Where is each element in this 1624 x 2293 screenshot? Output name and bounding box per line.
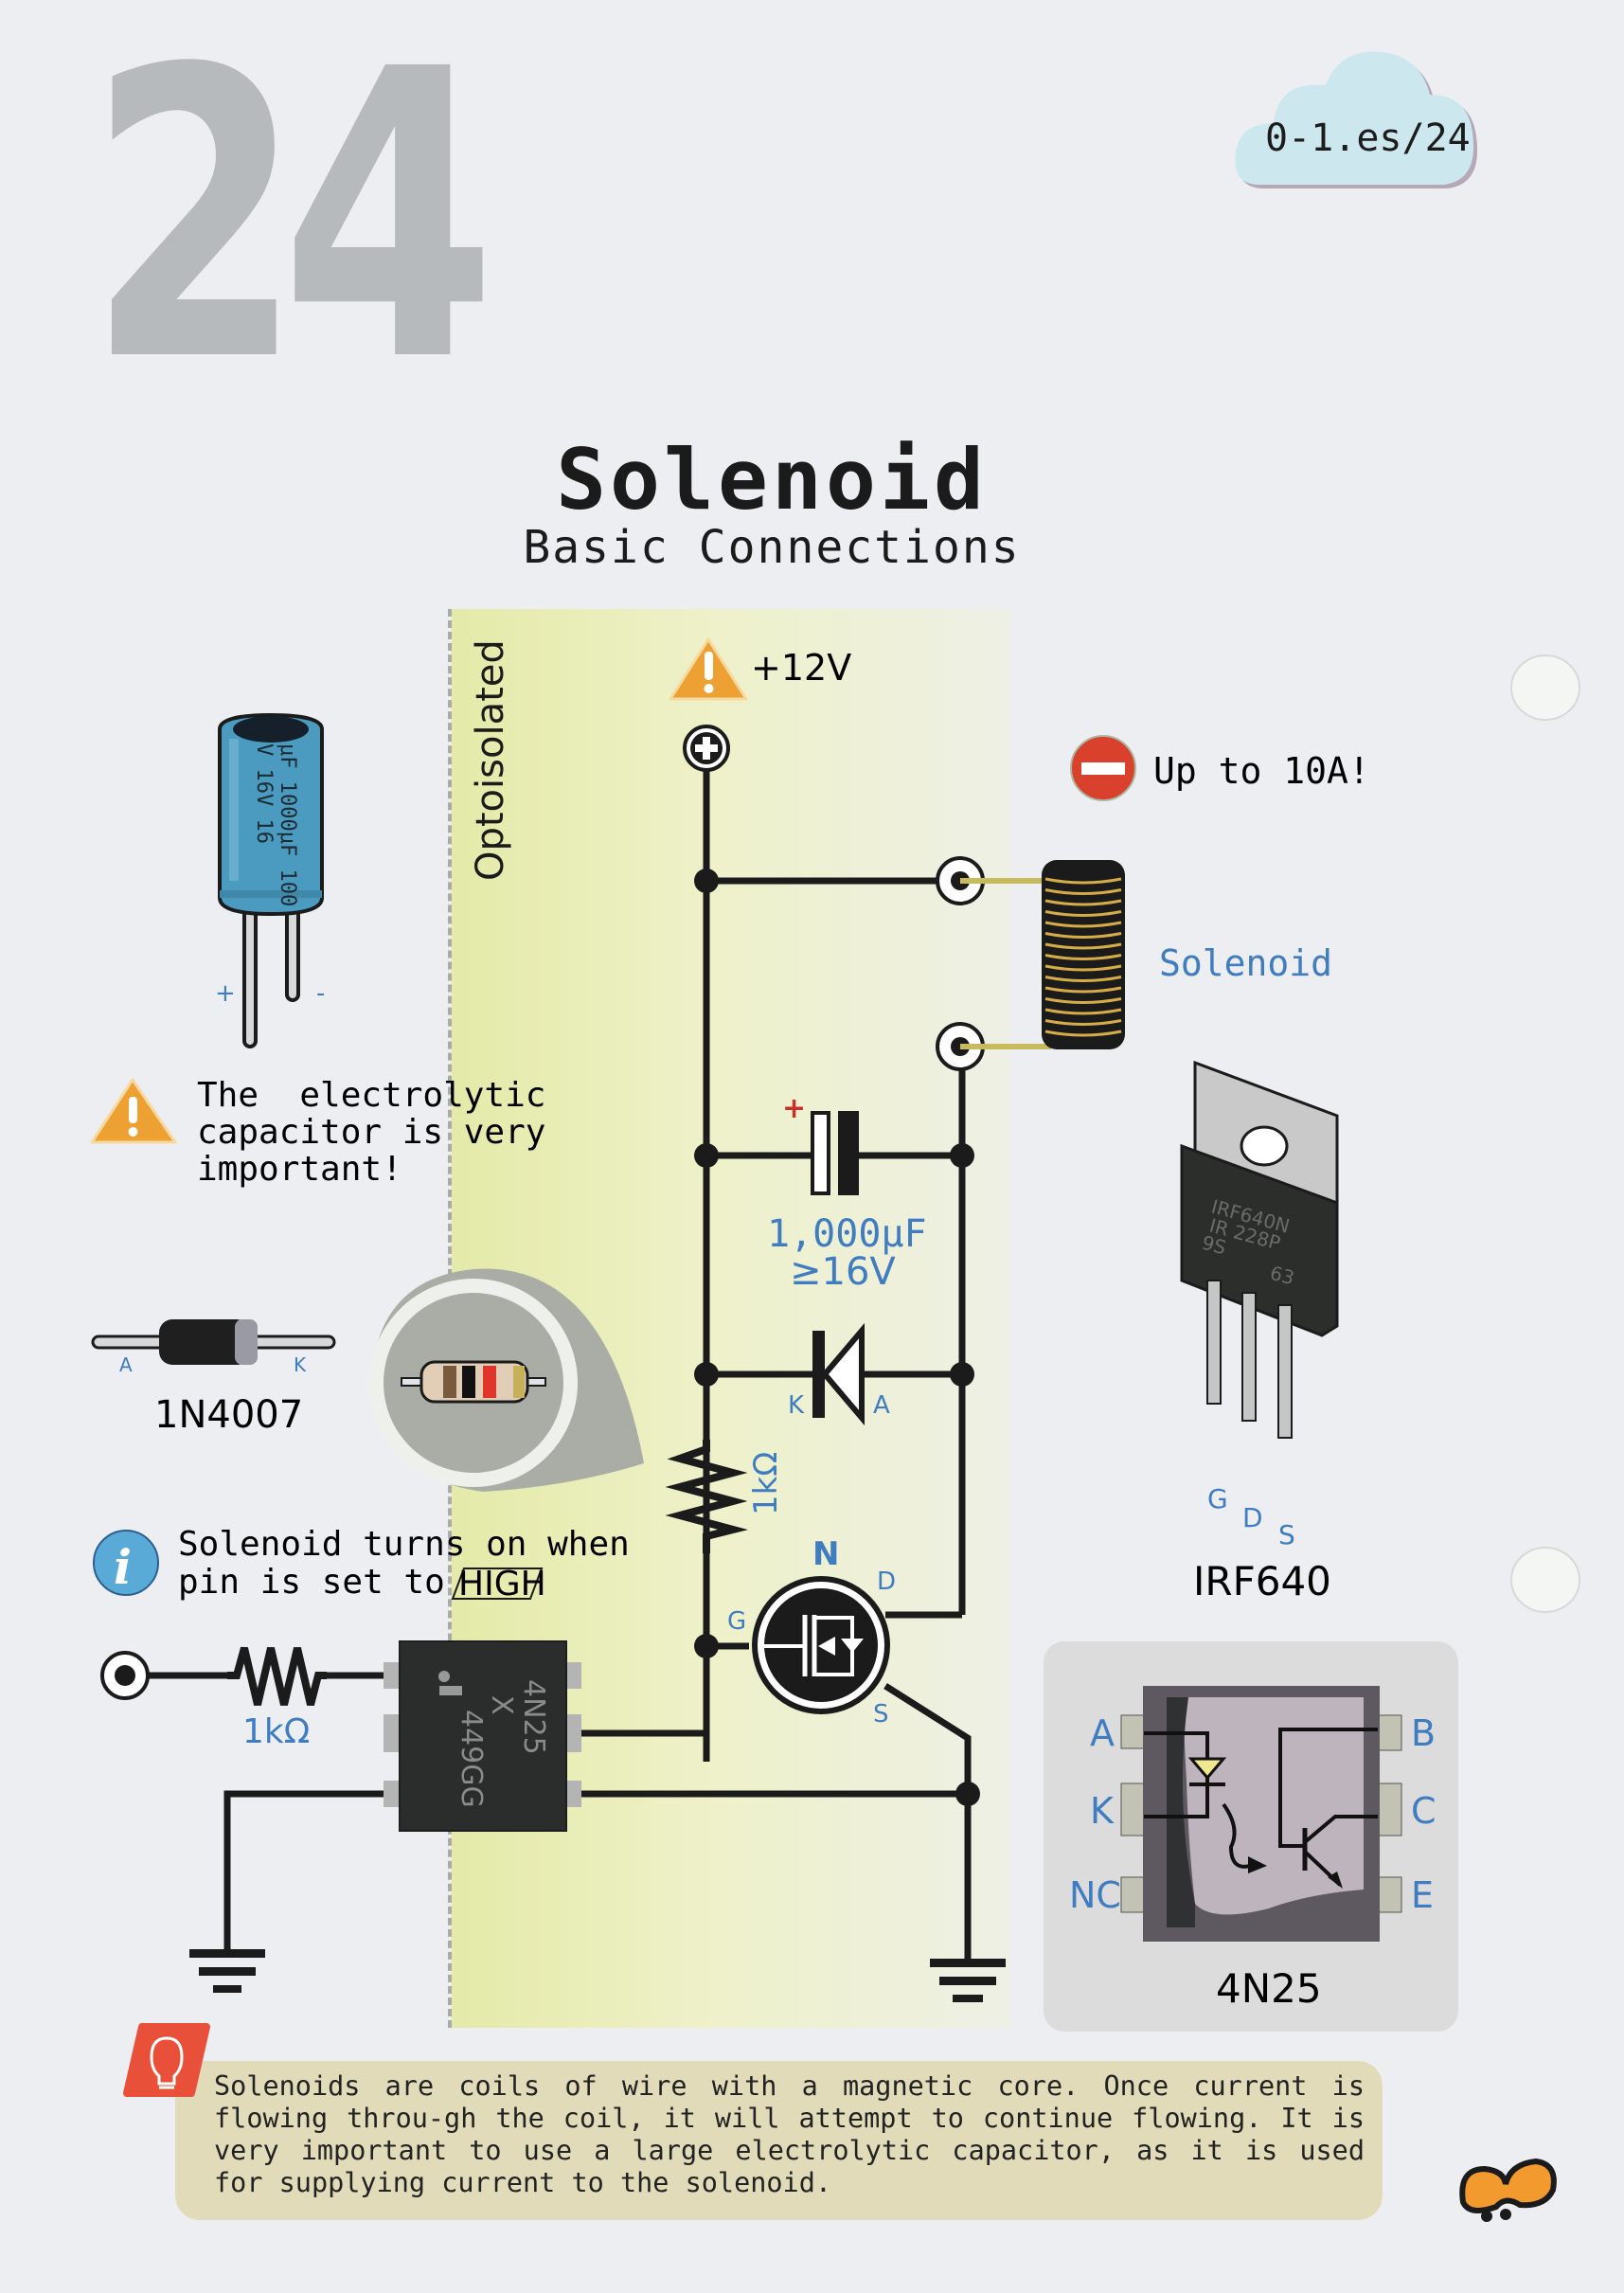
diode-pin-a: A [119,1353,133,1376]
pinout-a: A [1090,1712,1115,1754]
capacitor-note-line-1: The electrolytic [197,1076,545,1115]
warning-icon [669,637,748,701]
input-resistor-symbol [227,1646,327,1706]
coil-turn [1044,888,1122,895]
coil-turn [1044,942,1122,950]
input-pin-icon[interactable] [100,1651,150,1700]
coil-turn [1044,1019,1122,1026]
diode-symbol-a: A [873,1391,890,1420]
coil-turn [1044,954,1122,960]
optocoupler-chip-illustration: 4N25 X 449GG [384,1640,581,1832]
warning-icon [90,1078,177,1144]
optocoupler-name: 4N25 [1216,1965,1322,2012]
diode-name: 1N4007 [154,1393,303,1437]
chip-marking-3: 449GG [455,1710,488,1808]
info-note-line-1: Solenoid turns on when [178,1525,630,1564]
chip-marking-2: X [485,1695,518,1715]
mosfet-pin-g: G [1207,1483,1228,1514]
supply-voltage-label: +12V [751,647,851,689]
info-note-line-2: pin is set to [178,1563,465,1602]
mosfet-source-label: S [873,1700,889,1729]
coil-turn [1044,964,1122,972]
tip-box [175,2061,1383,2220]
mosfet-drain-label: D [877,1567,896,1596]
info-icon: i [93,1530,159,1596]
coil-turn [1044,1030,1122,1037]
binder-hole-icon [1510,654,1580,1613]
high-badge-frame [451,1567,544,1600]
capacitor-plus-label: + [215,979,236,1008]
diode-symbol [812,1322,865,1426]
pinout-k: K [1090,1790,1115,1832]
capacitor-minus-label: - [316,979,325,1008]
capacitor-symbol [811,1111,859,1195]
tip-text: Solenoids are coils of wire with a magne… [214,2070,1365,2198]
pinout-e: E [1411,1874,1434,1916]
mosfet-pin-s: S [1278,1519,1295,1550]
optocoupler-pinout-diagram [1120,1686,1402,1942]
coil-turn [1044,899,1122,906]
ground-icon [189,1949,265,1993]
mosfet-gate-label: G [727,1607,746,1636]
pinout-b: B [1411,1712,1436,1754]
no-entry-icon [1070,735,1136,801]
capacitor-note-line-2: capacitor is very [197,1113,545,1152]
capacitor-value: 1,000μF [767,1212,927,1256]
diode-symbol-k: K [788,1391,805,1420]
coil-turn [1044,1008,1122,1015]
diode-pin-k: K [294,1353,307,1376]
page-link[interactable]: 0-1.es/24 [1265,116,1471,160]
solenoid-label: Solenoid [1159,942,1332,984]
coil-turn [1044,921,1122,928]
gate-resistor-symbol [665,1440,748,1553]
circuit-wires [133,767,972,1961]
chip-marking-1: 4N25 [517,1679,550,1755]
mascot-logo-icon[interactable] [1459,2158,1557,2222]
capacitor-marking-2: V 16V 16 [252,743,276,844]
page-subtitle: Basic Connections [523,521,1021,574]
page-title: Solenoid [556,431,988,528]
capacitor-marking-1: μF 1000μF 100 [276,743,299,906]
resistor-magnifier-illustration [369,1268,644,1492]
coil-turn [1044,877,1122,885]
junction-dots [694,869,980,1806]
current-warning-label: Up to 10A! [1153,750,1370,792]
coil-turn [1044,932,1122,939]
svg-text:i: i [114,1539,132,1595]
ground-icon [930,1959,1006,2002]
mosfet-name: IRF640 [1193,1558,1331,1604]
capacitor-voltage: ≥16V [790,1250,896,1294]
mosfet-symbol [752,1576,890,1714]
diode-illustration [91,1319,336,1365]
coil-turn [1044,997,1122,1004]
mosfet-package-illustration: IRF640N IR 228P 9S 63 [1180,1060,1339,1439]
gate-resistor-value: 1kΩ [747,1452,785,1515]
input-resistor-value: 1kΩ [242,1712,310,1751]
pinout-nc: NC [1069,1874,1121,1916]
pinout-c: C [1411,1790,1437,1832]
mosfet-pin-d: D [1242,1502,1263,1533]
high-badge: HIGH [458,1565,546,1603]
coil-turn [1044,910,1122,917]
positive-terminal-icon[interactable] [683,725,730,772]
coil-turn [1044,986,1122,994]
electrolytic-capacitor-illustration: μF 1000μF 100 V 16V 16 [218,712,324,1048]
cloud-icon [1235,51,1477,188]
mosfet-type-label: N [812,1535,839,1573]
capacitor-polarity-plus: + [782,1092,806,1125]
page-number: 24 [87,0,497,449]
solenoid-coil-icon [936,856,1125,1071]
capacitor-note-line-3: important! [197,1150,402,1189]
lightbulb-icon [123,2023,210,2097]
coil-turn [1044,976,1122,982]
